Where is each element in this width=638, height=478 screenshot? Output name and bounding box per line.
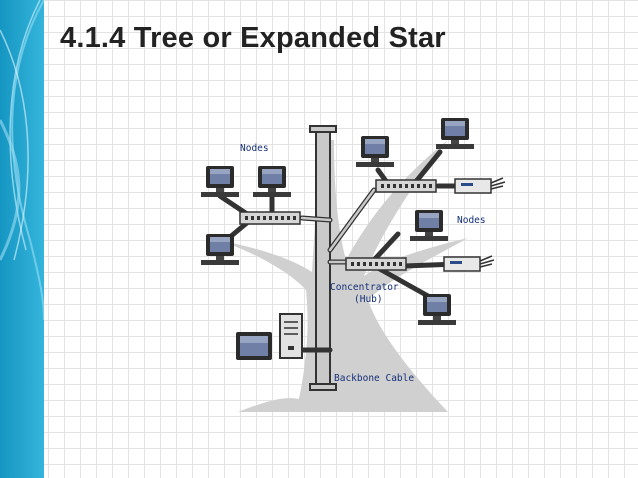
tree-topology-diagram: Nodes Nodes Concentrator (Hub) Backbone … bbox=[201, 118, 506, 412]
label-nodes-right: Nodes bbox=[457, 215, 486, 226]
computer-node-6 bbox=[410, 210, 448, 241]
computer-node-3 bbox=[201, 234, 239, 265]
computer-node-1 bbox=[201, 166, 239, 197]
computer-node-5 bbox=[436, 118, 474, 149]
label-nodes-top: Nodes bbox=[240, 143, 269, 154]
peripheral-device-2 bbox=[443, 255, 495, 272]
slide-title: 4.1.4 Tree or Expanded Star bbox=[60, 22, 446, 54]
label-backbone-cable: Backbone Cable bbox=[334, 373, 414, 384]
tree-silhouette bbox=[218, 140, 468, 412]
computer-node-2 bbox=[253, 166, 291, 197]
label-concentrator: Concentrator bbox=[330, 282, 399, 293]
hub-concentrator bbox=[345, 257, 407, 271]
backbone-cable bbox=[309, 125, 337, 391]
label-hub: (Hub) bbox=[354, 294, 383, 305]
peripheral-device-1 bbox=[454, 177, 506, 194]
hub-left bbox=[239, 211, 301, 225]
server-workstation bbox=[236, 313, 303, 360]
computer-node-4 bbox=[356, 136, 394, 167]
hub-upper-right bbox=[375, 179, 437, 193]
computer-node-7 bbox=[418, 294, 456, 325]
sidebar-decoration bbox=[0, 0, 44, 478]
